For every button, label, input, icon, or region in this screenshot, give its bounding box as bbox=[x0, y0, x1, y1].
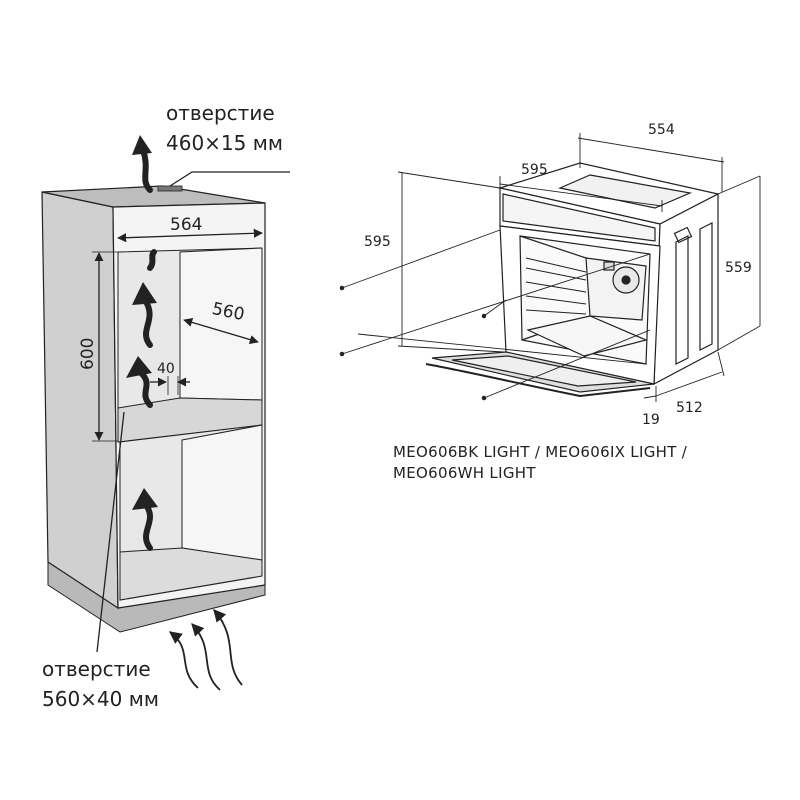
airflow-arrowhead-top bbox=[132, 135, 152, 155]
intake-arrow-1 bbox=[168, 631, 199, 689]
oven-control-panel-inner bbox=[502, 193, 656, 242]
airflow-arrow-top bbox=[140, 147, 153, 193]
top-vent-slot bbox=[157, 185, 183, 192]
dim-label-gap: 40 bbox=[157, 361, 175, 377]
oven-tray bbox=[526, 315, 648, 357]
intake-arrow-2 bbox=[191, 623, 221, 691]
airflow-arrow-lower bbox=[143, 502, 153, 551]
dim-label-19: 19 bbox=[642, 412, 660, 428]
oven-cavity-edge-1 bbox=[519, 235, 587, 259]
intake-arrows bbox=[168, 609, 243, 691]
cabinet-side-panel bbox=[41, 191, 119, 610]
dim-label-width: 564 bbox=[170, 215, 202, 235]
oven-side-slot-2 bbox=[699, 222, 713, 351]
airflow-arrows bbox=[126, 135, 158, 551]
intake-arrow-3 bbox=[213, 609, 243, 686]
bottom-opening-leader bbox=[96, 411, 125, 653]
lower-compartment-back bbox=[181, 424, 263, 561]
airflow-arrowhead-upper-2 bbox=[132, 282, 157, 305]
oven-door-glass bbox=[451, 355, 637, 387]
top-opening-leader bbox=[169, 171, 290, 187]
dim-label-512: 512 bbox=[676, 400, 703, 416]
airflow-arrowhead-upper-3 bbox=[126, 356, 152, 378]
oven-side-body bbox=[653, 193, 719, 386]
cabinet-shelf bbox=[117, 397, 263, 443]
dim-line-595-width bbox=[499, 183, 663, 207]
model-names: MEO606BK LIGHT / MEO606IX LIGHT / MEO606… bbox=[393, 442, 773, 484]
airflow-arrowhead-lower bbox=[132, 488, 158, 510]
oven-side-slot-1 bbox=[675, 235, 689, 365]
dim-line-depth bbox=[183, 317, 259, 345]
dim-line-19 bbox=[643, 395, 657, 399]
model-names-line1: MEO606BK LIGHT / MEO606IX LIGHT / bbox=[393, 443, 688, 461]
oven-fan-hub bbox=[621, 275, 631, 285]
dim-label-height: 600 bbox=[78, 338, 98, 370]
oven-dimensions bbox=[339, 133, 761, 402]
dim-label-595-height: 595 bbox=[364, 234, 391, 250]
dim-line-512 bbox=[655, 371, 723, 397]
top-opening-label-line2: 460×15 мм bbox=[166, 131, 283, 155]
oven-drawing bbox=[425, 162, 720, 398]
oven-handle-recess bbox=[673, 226, 693, 244]
lower-compartment-floor bbox=[119, 547, 263, 601]
dim-label-595-width: 595 bbox=[521, 162, 548, 178]
top-opening-label-line1: отверстие bbox=[166, 101, 275, 125]
bottom-opening-label-line1: отверстие bbox=[42, 657, 151, 681]
oven-door-handle bbox=[425, 363, 651, 398]
model-names-line2: MEO606WH LIGHT bbox=[393, 464, 536, 482]
airflow-arrow-upper-1 bbox=[147, 249, 157, 271]
oven-top-detail bbox=[558, 174, 693, 209]
opening-leaders bbox=[96, 171, 290, 653]
cabinet-dimensions bbox=[92, 228, 263, 442]
dim-line-width bbox=[117, 228, 263, 243]
dim-label-559: 559 bbox=[725, 260, 752, 276]
airflow-arrow-upper-3 bbox=[137, 369, 153, 408]
upper-compartment-back bbox=[179, 247, 263, 401]
dim-line-554 bbox=[577, 137, 725, 163]
bottom-opening-label-line2: 560×40 мм bbox=[42, 687, 159, 711]
dim-label-554: 554 bbox=[648, 122, 675, 138]
airflow-arrow-upper-2 bbox=[142, 297, 153, 348]
